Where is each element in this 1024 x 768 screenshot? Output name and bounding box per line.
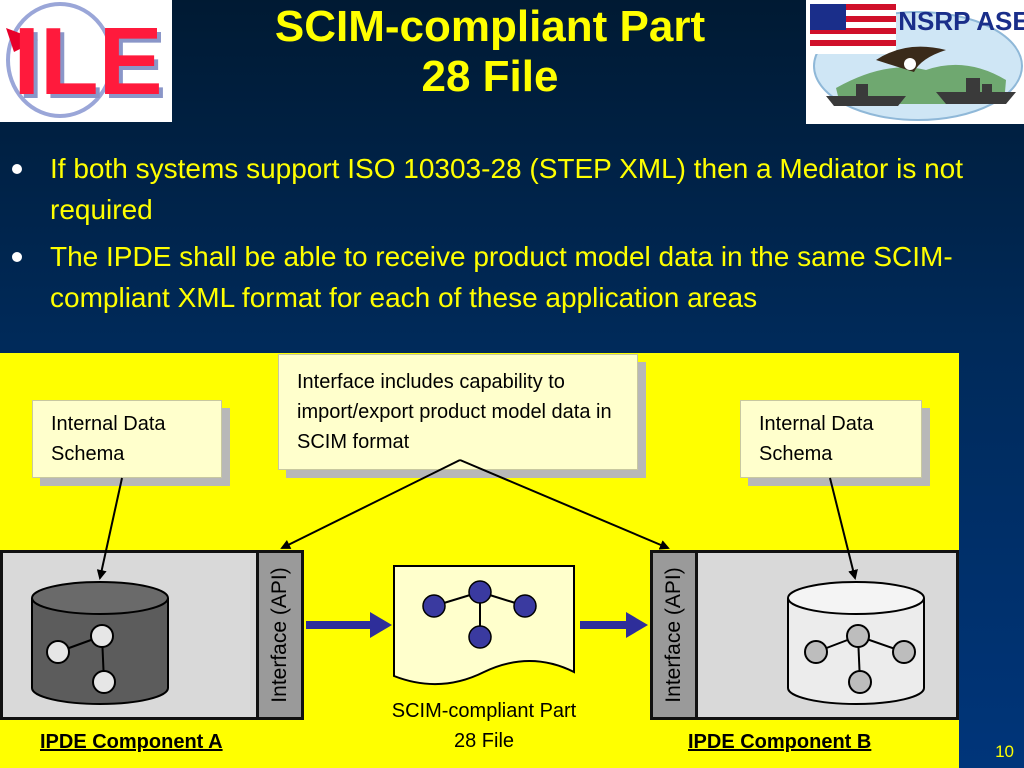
node-doc1 [422,594,446,618]
node-a2 [90,624,114,648]
flow-arrow-a-to-file [306,612,392,638]
database-a-icon [31,581,169,705]
internal-data-schema-note-right: Internal Data Schema [740,400,922,478]
connector-left-schema [96,477,123,580]
xml-document-icon [393,565,575,685]
page-number: 10 [995,742,1014,761]
interface-api-left: Interface (API) [256,550,304,720]
us-flag-icon [810,4,896,54]
node-b4 [848,670,872,694]
ipde-component-b-label: IPDE Component B [688,731,872,753]
nsrp-ase-logo: NSRP ASE [806,0,1024,124]
ipde-component-a-label: IPDE Component A [40,731,223,753]
database-b-icon [787,581,925,705]
connector-right-schema [829,477,858,580]
bullet-dot-icon [12,252,22,262]
node-a1 [46,640,70,664]
svg-text:ILE: ILE [17,12,166,119]
bullet-dot-icon [12,164,22,174]
bullet-item: If both systems support ISO 10303-28 (ST… [10,148,1015,230]
page-title: SCIM-compliant Part 28 File [180,2,800,102]
internal-data-schema-note-left: Internal Data Schema [32,400,222,478]
svg-text:NSRP ASE: NSRP ASE [898,6,1024,36]
scim-file-label: SCIM-compliant Part 28 File [391,700,577,752]
interface-capability-note: Interface includes capability to import/… [278,354,638,470]
node-a3 [92,670,116,694]
title-line-2: 28 File [421,52,559,101]
node-b3 [892,640,916,664]
title-line-1: SCIM-compliant Part [274,2,706,51]
node-b2 [846,624,870,648]
interface-api-right: Interface (API) [650,550,698,720]
svg-text:ILE: ILE [13,8,162,115]
ship-icon [936,78,1016,104]
node-b1 [804,640,828,664]
bullet-list: If both systems support ISO 10303-28 (ST… [10,148,1015,324]
bullet-item: The IPDE shall be able to receive produc… [10,236,1015,318]
ile-logo: ILE ILE [0,0,172,122]
node-doc3 [513,594,537,618]
connector-center-right [459,459,670,550]
flow-arrow-file-to-b [580,612,648,638]
node-doc4 [468,625,492,649]
eagle-icon [876,46,946,72]
ship-icon [826,84,906,106]
node-doc2 [468,580,492,604]
connector-center-left [280,459,461,549]
